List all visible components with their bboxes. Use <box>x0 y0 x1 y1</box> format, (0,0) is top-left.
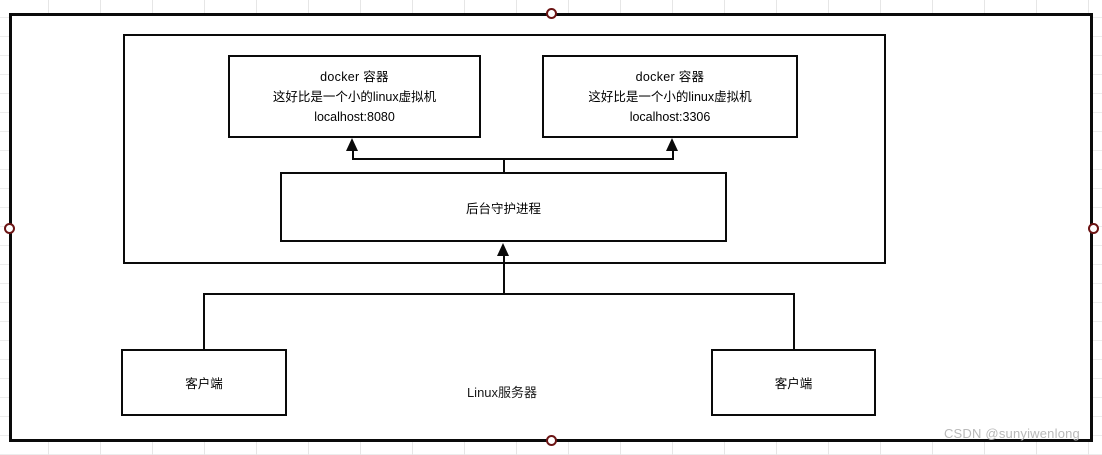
docker-container-box-right[interactable]: docker 容器 这好比是一个小的linux虚拟机 localhost:330… <box>542 55 798 138</box>
daemon-process-box[interactable]: 后台守护进程 <box>280 172 727 242</box>
container-left-address: localhost:8080 <box>314 109 395 124</box>
client-box-right[interactable]: 客户端 <box>711 349 876 416</box>
container-left-description: 这好比是一个小的linux虚拟机 <box>272 89 437 104</box>
connector-daemon-to-container-right-leg <box>672 150 674 160</box>
selection-handle-top[interactable] <box>546 8 557 19</box>
container-right-title: docker 容器 <box>635 69 705 84</box>
arrowhead-to-container-left-icon <box>346 138 358 151</box>
linux-server-label: Linux服务器 <box>466 385 538 400</box>
connector-daemon-to-container-left-leg <box>352 150 354 160</box>
connector-daemon-to-containers-bar <box>352 158 674 160</box>
connector-client-left-leg <box>203 293 205 350</box>
connector-daemon-to-containers-stem <box>503 159 505 173</box>
client-box-left[interactable]: 客户端 <box>121 349 287 416</box>
container-right-description: 这好比是一个小的linux虚拟机 <box>588 89 752 104</box>
arrowhead-to-daemon-icon <box>497 243 509 256</box>
container-right-address: localhost:3306 <box>629 109 711 124</box>
client-right-label: 客户端 <box>774 377 813 391</box>
client-left-label: 客户端 <box>185 377 223 391</box>
selection-handle-right[interactable] <box>1088 223 1099 234</box>
container-left-title: docker 容器 <box>320 69 389 84</box>
csdn-watermark: CSDN @sunyiwenlong <box>943 426 1080 441</box>
connector-client-right-leg <box>793 293 795 350</box>
docker-container-box-left[interactable]: docker 容器 这好比是一个小的linux虚拟机 localhost:808… <box>228 55 481 138</box>
connector-clients-bar <box>203 293 795 295</box>
selection-handle-left[interactable] <box>4 223 15 234</box>
selection-handle-bottom[interactable] <box>546 435 557 446</box>
connector-clients-to-daemon-stem <box>503 255 505 295</box>
arrowhead-to-container-right-icon <box>666 138 678 151</box>
daemon-process-label: 后台守护进程 <box>465 201 541 216</box>
